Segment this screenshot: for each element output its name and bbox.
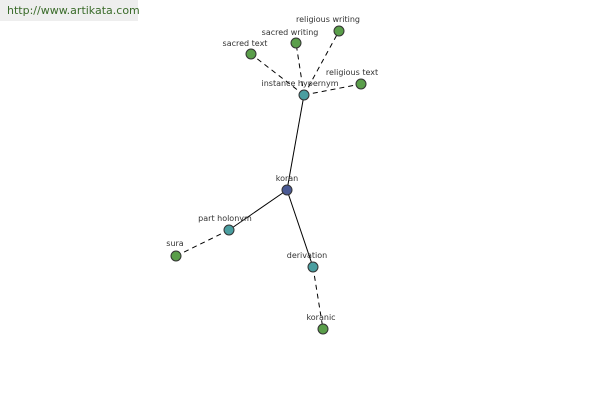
node-label-sura[interactable]: sura [166,239,184,248]
node-label-religious-text[interactable]: religious text [326,68,378,77]
edge-instance-hypernym-religious-text [303,83,362,96]
edge-derivation-koranic [312,266,324,330]
node-derivation[interactable] [307,261,319,273]
nodes-layer [170,25,367,335]
node-label-part-holonym[interactable]: part holonym [198,214,252,223]
edge-koran-part-holonym [228,189,288,231]
site-url-link[interactable]: http://www.artikata.com [7,4,140,17]
node-sacred-text[interactable] [245,48,257,60]
node-label-sacred-writing[interactable]: sacred writing [262,28,319,37]
url-bar: http://www.artikata.com [0,0,140,21]
node-label-koran[interactable]: koran [276,174,299,183]
node-label-sacred-text[interactable]: sacred text [223,39,268,48]
edge-koran-derivation [286,189,314,268]
node-label-derivation[interactable]: derivation [287,251,327,260]
node-label-religious-writing[interactable]: religious writing [296,15,360,24]
node-part-holonym[interactable] [223,224,235,236]
labels-layer: koran instance hypernym part holonym deriva… [166,15,378,322]
node-religious-text[interactable] [355,78,367,90]
node-sura[interactable] [170,250,182,262]
node-religious-writing[interactable] [333,25,345,37]
node-instance-hypernym[interactable] [298,89,310,101]
edge-instance-hypernym-sacred-text [250,53,305,96]
node-sacred-writing[interactable] [290,37,302,49]
edge-part-holonym-sura [175,229,230,257]
edge-instance-hypernym-religious-writing [303,30,340,96]
node-koranic[interactable] [317,323,329,335]
edges-layer [175,30,362,330]
node-label-koranic[interactable]: koranic [306,313,335,322]
edge-koran-instance-hypernym [286,94,305,191]
node-label-instance-hypernym[interactable]: instance hypernym [262,79,339,88]
node-koran[interactable] [281,184,293,196]
